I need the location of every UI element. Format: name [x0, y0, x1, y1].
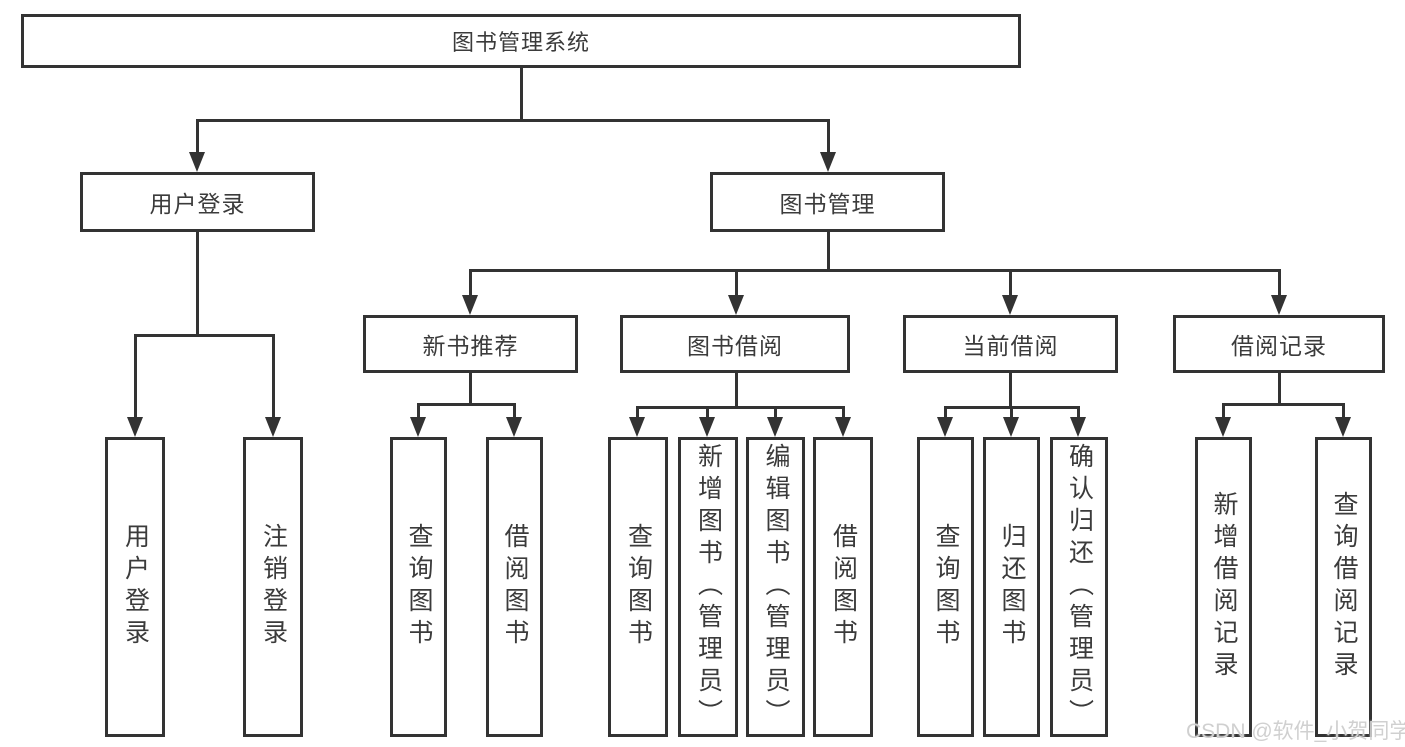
- connector-bookmgmt-hbar: [469, 269, 1281, 272]
- leaf-cb-query-books-label: 查询图书: [932, 523, 960, 651]
- leaf-bb-add-books-admin-label: 新增图书（管理员）: [694, 443, 723, 731]
- node-borrow-records-label: 借阅记录: [1231, 333, 1327, 359]
- leaf-logout-label: 注销登录: [259, 523, 288, 651]
- node-book-management: 图书管理: [710, 172, 945, 232]
- arrowhead-new-book-recommend: [462, 295, 478, 315]
- arrowhead-bb-add: [699, 417, 715, 437]
- connector-bookmgmt-stub: [827, 232, 830, 272]
- connector-root-stub: [520, 68, 523, 120]
- leaf-bb-query-books: 查询图书: [608, 437, 668, 737]
- arrowhead-leaf-logout: [265, 417, 281, 437]
- node-new-book-recommend-label: 新书推荐: [422, 333, 519, 359]
- arrowhead-book-management: [820, 152, 836, 172]
- arrowhead-borrow-records: [1271, 295, 1287, 315]
- leaf-cb-confirm-return-admin-label: 确认归还（管理员）: [1065, 443, 1094, 731]
- arrowhead-bb-borrow: [835, 417, 851, 437]
- node-user-login: 用户登录: [80, 172, 315, 232]
- leaf-br-add-record-label: 新增借阅记录: [1210, 491, 1238, 683]
- connector-cb-drop-3: [1077, 406, 1080, 419]
- node-user-login-label: 用户登录: [149, 191, 246, 217]
- connector-cb-stub: [1009, 373, 1012, 409]
- leaf-cb-return-books: 归还图书: [983, 437, 1040, 737]
- connector-nb-hbar: [417, 403, 516, 406]
- leaf-bb-borrow-books-label: 借阅图书: [829, 523, 858, 651]
- node-book-borrow: 图书借阅: [620, 315, 850, 373]
- connector-cb-drop-2: [1010, 406, 1013, 419]
- connector-userlogin-drop-1: [134, 334, 137, 419]
- connector-userlogin-stub: [196, 232, 199, 336]
- leaf-logout: 注销登录: [243, 437, 303, 737]
- arrowhead-cb-query: [937, 417, 953, 437]
- leaf-bb-edit-books-admin-label: 编辑图书（管理员）: [762, 443, 790, 731]
- node-borrow-records: 借阅记录: [1173, 315, 1385, 373]
- node-book-management-label: 图书管理: [779, 191, 876, 217]
- leaf-nb-query-books-label: 查询图书: [405, 523, 433, 651]
- connector-br-drop-1: [1222, 403, 1225, 419]
- leaf-user-login: 用户登录: [105, 437, 165, 737]
- leaf-bb-edit-books-admin: 编辑图书（管理员）: [746, 437, 805, 737]
- arrowhead-br-add: [1215, 417, 1231, 437]
- arrowhead-user-login: [189, 152, 205, 172]
- connector-bb-drop-2: [706, 406, 709, 419]
- connector-bb-drop-3: [774, 406, 777, 419]
- csdn-watermark: CSDN @软件_小贺同学: [1186, 720, 1405, 743]
- arrowhead-book-borrow: [728, 295, 744, 315]
- leaf-nb-borrow-books-label: 借阅图书: [501, 523, 529, 651]
- leaf-bb-query-books-label: 查询图书: [624, 523, 653, 651]
- connector-bb-hbar: [636, 406, 845, 409]
- connector-nb-drop-1: [417, 403, 420, 419]
- node-root-label: 图书管理系统: [451, 30, 590, 55]
- leaf-br-add-record: 新增借阅记录: [1195, 437, 1252, 737]
- arrowhead-nb-query: [410, 417, 426, 437]
- node-current-borrow: 当前借阅: [903, 315, 1118, 373]
- connector-root-hbar: [196, 119, 830, 122]
- connector-userlogin-hbar: [134, 334, 275, 337]
- arrowhead-current-borrow: [1002, 295, 1018, 315]
- connector-bb-stub: [735, 373, 738, 409]
- connector-bookmgmt-drop-2: [735, 269, 738, 297]
- leaf-cb-confirm-return-admin: 确认归还（管理员）: [1050, 437, 1108, 737]
- connector-br-stub: [1278, 373, 1281, 406]
- connector-br-drop-2: [1342, 403, 1345, 419]
- connector-br-hbar: [1222, 403, 1343, 406]
- arrowhead-br-query: [1335, 417, 1351, 437]
- leaf-br-query-record: 查询借阅记录: [1315, 437, 1372, 737]
- connector-nb-stub: [469, 373, 472, 406]
- connector-cb-drop-1: [944, 406, 947, 419]
- leaf-cb-query-books: 查询图书: [917, 437, 974, 737]
- arrowhead-leaf-user-login: [127, 417, 143, 437]
- connector-bookmgmt-drop-3: [1009, 269, 1012, 297]
- arrowhead-bb-edit: [767, 417, 783, 437]
- leaf-bb-borrow-books: 借阅图书: [813, 437, 873, 737]
- arrowhead-cb-return: [1003, 417, 1019, 437]
- leaf-user-login-label: 用户登录: [121, 523, 150, 651]
- node-current-borrow-label: 当前借阅: [962, 333, 1059, 359]
- connector-nb-drop-2: [513, 403, 516, 419]
- node-book-borrow-label: 图书借阅: [687, 333, 783, 359]
- connector-bb-drop-1: [636, 406, 639, 419]
- leaf-nb-borrow-books: 借阅图书: [486, 437, 543, 737]
- connector-bookmgmt-drop-1: [469, 269, 472, 297]
- leaf-bb-add-books-admin: 新增图书（管理员）: [678, 437, 738, 737]
- leaf-br-query-record-label: 查询借阅记录: [1330, 491, 1358, 683]
- node-new-book-recommend: 新书推荐: [363, 315, 578, 373]
- arrowhead-bb-query: [629, 417, 645, 437]
- arrowhead-cb-confirm: [1070, 417, 1086, 437]
- leaf-cb-return-books-label: 归还图书: [998, 523, 1026, 651]
- connector-bookmgmt-drop-4: [1278, 269, 1281, 297]
- connector-root-drop-left: [196, 119, 199, 154]
- connector-root-drop-right: [827, 119, 830, 154]
- arrowhead-nb-borrow: [506, 417, 522, 437]
- node-root: 图书管理系统: [21, 14, 1021, 68]
- connector-userlogin-drop-2: [272, 334, 275, 419]
- leaf-nb-query-books: 查询图书: [390, 437, 447, 737]
- connector-bb-drop-4: [842, 406, 845, 419]
